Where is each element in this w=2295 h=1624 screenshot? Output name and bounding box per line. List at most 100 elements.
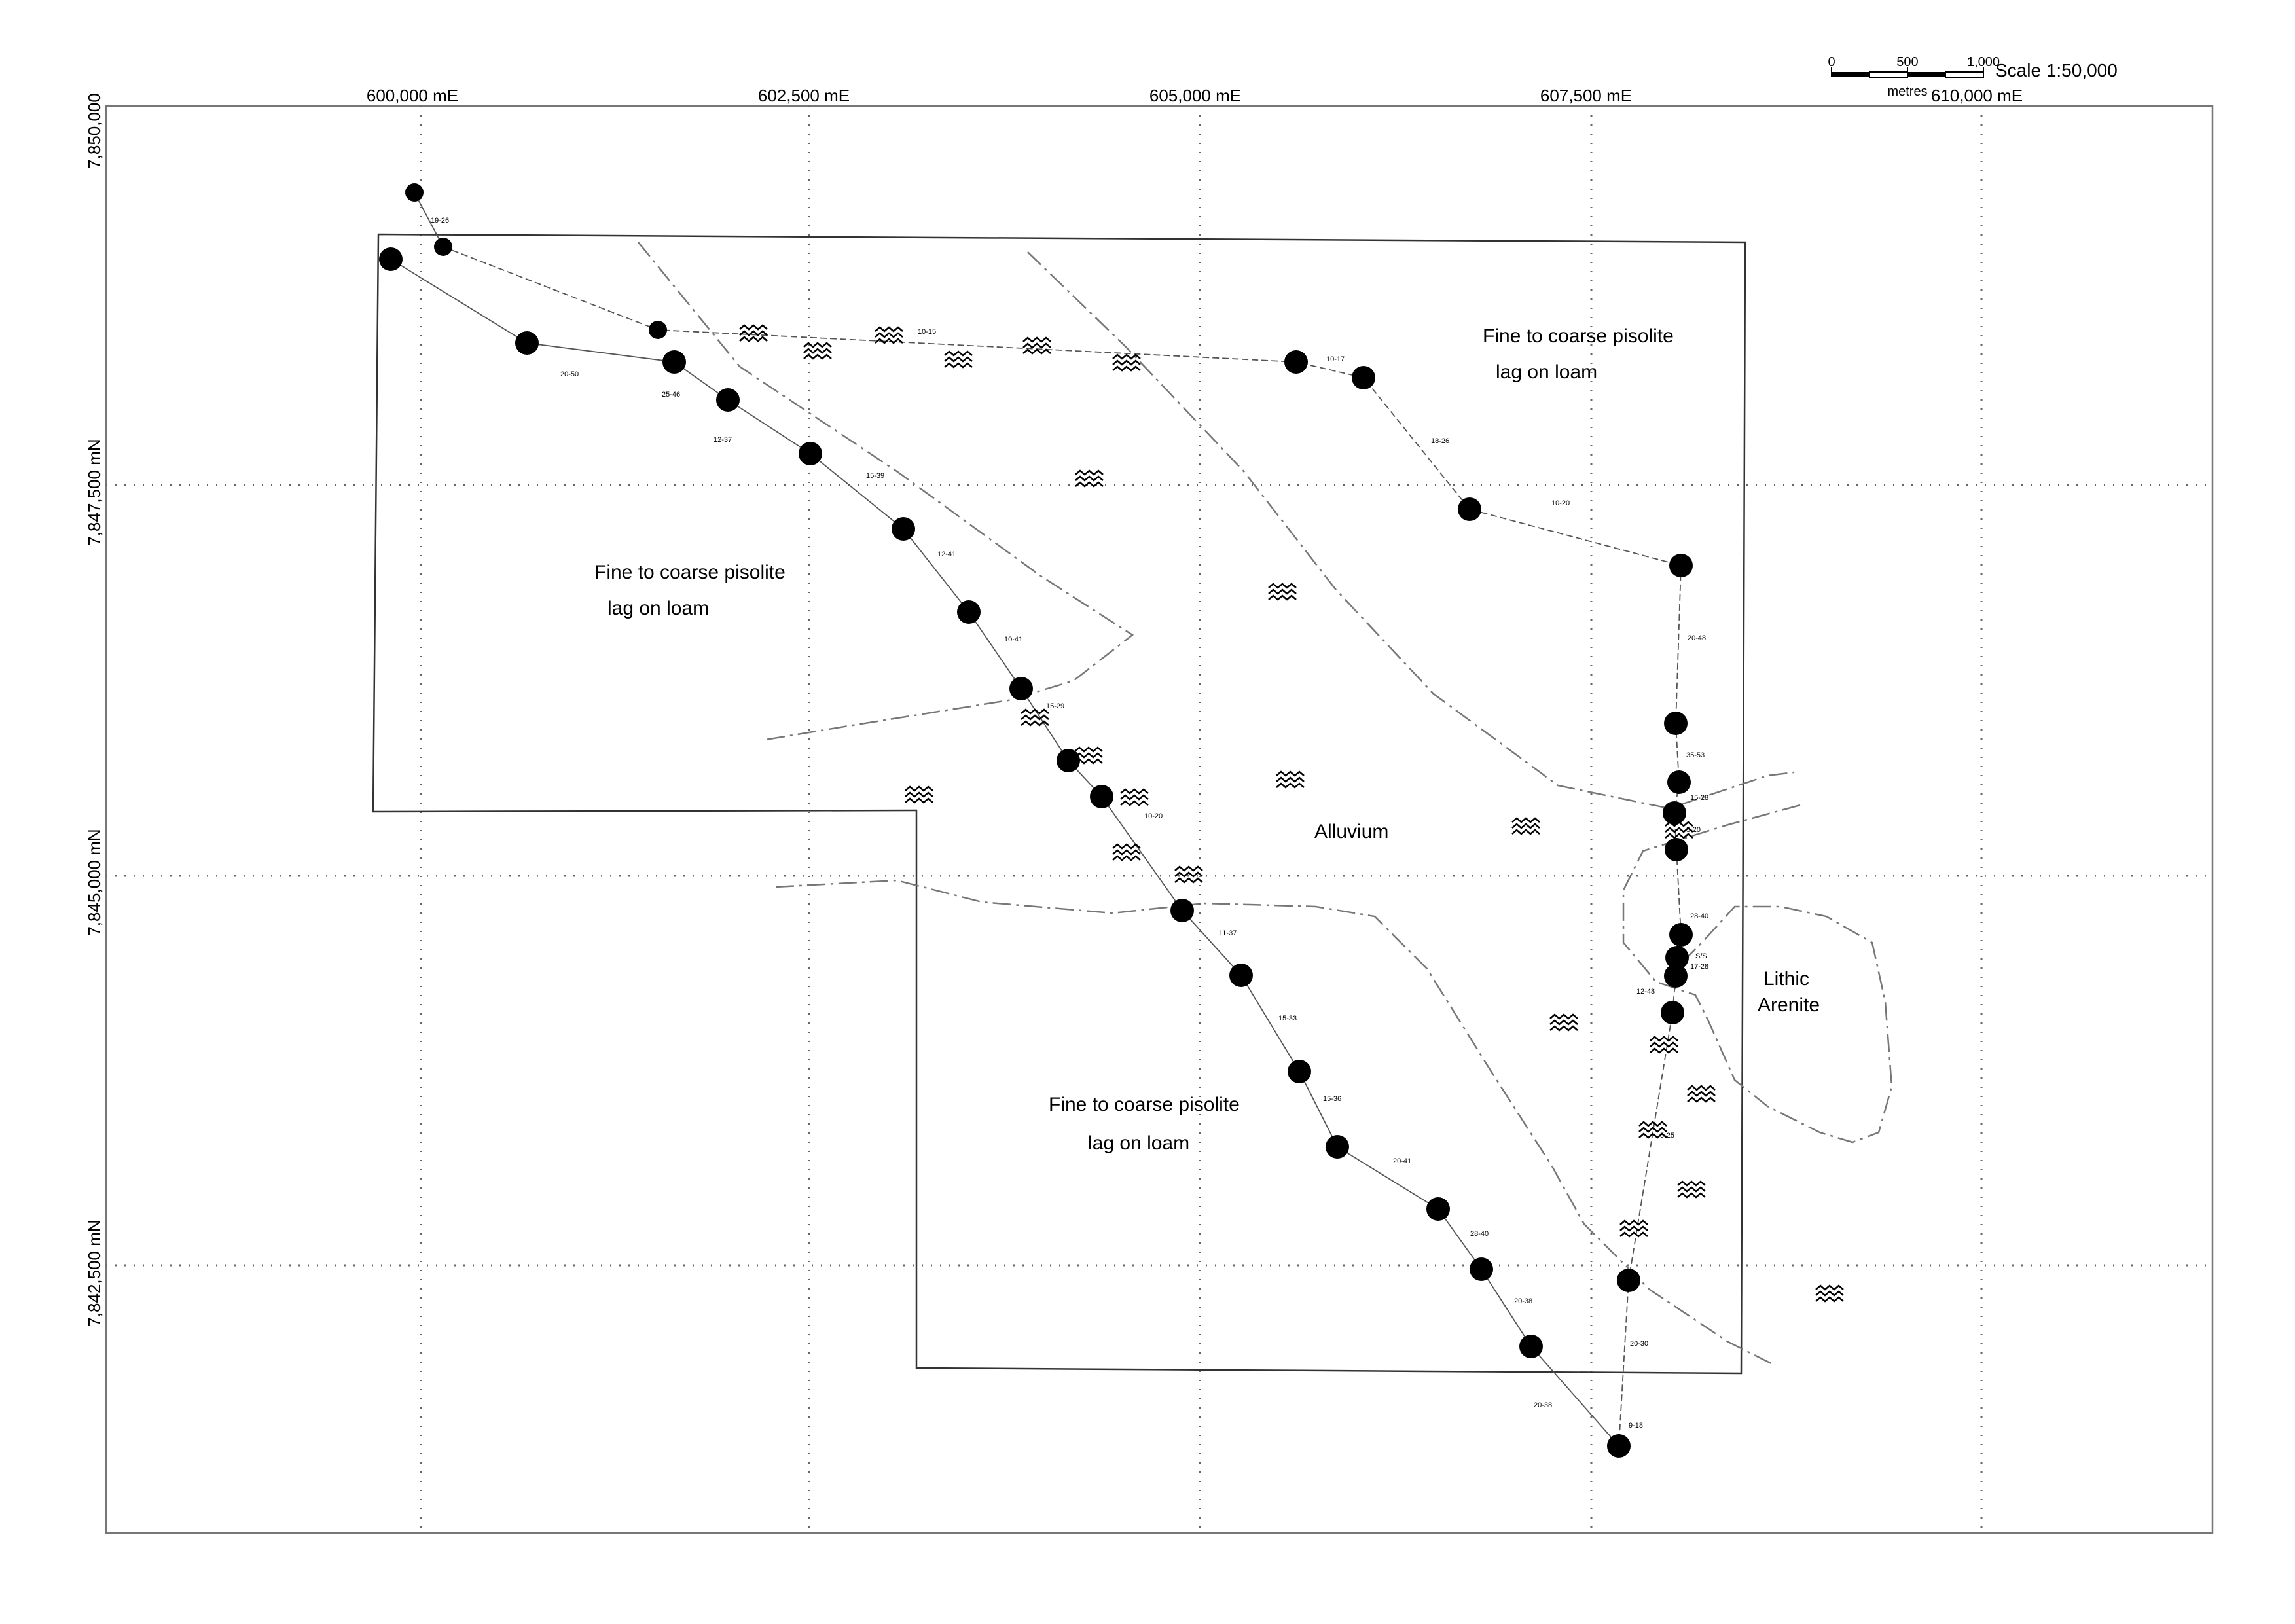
- segment-labels: 19-26 10-15 10-17 18-26 10-20 20-48 35-5…: [431, 217, 1708, 1430]
- sample-point: [1665, 946, 1689, 969]
- water-wave-icon: [1677, 1180, 1706, 1199]
- sample-point: [1009, 677, 1033, 700]
- sample-point: [1470, 1257, 1493, 1281]
- sample-point: [662, 350, 686, 374]
- segment-label: 20-30: [1630, 1340, 1648, 1348]
- water-wave-icon: [1687, 1085, 1716, 1103]
- scale-tick-1000: 1,000: [1967, 55, 2000, 69]
- sample-point: [1229, 964, 1253, 987]
- segment-label: 20-38: [1514, 1297, 1532, 1305]
- sample-point: [1170, 899, 1194, 922]
- sample-point: [1352, 366, 1375, 389]
- water-wave-icon: [1075, 469, 1104, 488]
- tenement-boundary: [372, 233, 1746, 1375]
- segment-label: 9-18: [1629, 1422, 1643, 1430]
- region-label-w-line1: Fine to coarse pisolite: [594, 562, 786, 583]
- sample-point: [1661, 1001, 1684, 1024]
- scale-text: Scale 1:50,000: [1995, 60, 2118, 81]
- sample-point: [1663, 801, 1686, 825]
- sample-point: [892, 517, 915, 541]
- region-labels: Fine to coarse pisolite lag on loam Fine…: [594, 325, 1820, 1154]
- water-wave-icon: [944, 350, 973, 369]
- region-label-s-line1: Fine to coarse pisolite: [1049, 1094, 1240, 1115]
- water-wave-icon: [1174, 865, 1203, 884]
- region-label-lithic: Lithic: [1763, 968, 1809, 990]
- segment-label: 20-38: [1534, 1401, 1552, 1409]
- segment-label: 15-28: [1690, 794, 1708, 802]
- segment-label: 20-50: [560, 370, 579, 378]
- easting-label-600000: 600,000 mE: [367, 86, 458, 105]
- northing-label-7845000: 7,845,000 mN: [84, 829, 104, 935]
- sample-point: [1669, 554, 1693, 577]
- northing-label-7850000: 7,850,000: [84, 93, 104, 169]
- sample-point: [1664, 712, 1688, 735]
- segment-label: 5-25: [1660, 1132, 1674, 1140]
- sample-point: [1669, 923, 1693, 947]
- segment-label: 15-39: [866, 472, 884, 480]
- sample-point: [405, 183, 424, 202]
- sample-point: [1426, 1197, 1450, 1221]
- sample-point: [1288, 1060, 1311, 1083]
- region-label-w-line2: lag on loam: [607, 598, 709, 619]
- water-wave-icon: [1022, 336, 1051, 355]
- sample-point: [1607, 1434, 1631, 1458]
- region-label-arenite: Arenite: [1758, 994, 1820, 1016]
- segment-label: 20-41: [1393, 1157, 1411, 1165]
- scale-bar: 0 500 1,000 metres Scale 1:50,000: [1828, 55, 2117, 99]
- water-wave-icon: [905, 785, 933, 804]
- segment-label: 15-36: [1323, 1095, 1341, 1103]
- northing-label-7842500: 7,842,500 mN: [84, 1219, 104, 1326]
- water-wave-icon: [1815, 1284, 1844, 1303]
- water-wave-icon: [1619, 1219, 1648, 1238]
- water-wave-icon: [739, 324, 768, 342]
- region-label-s-line2: lag on loam: [1088, 1132, 1189, 1154]
- water-wave-icon: [1268, 583, 1297, 601]
- water-wave-icon: [1511, 817, 1540, 835]
- water-wave-icon: [1276, 770, 1305, 789]
- water-wave-icon: [1112, 843, 1141, 861]
- sample-point: [716, 388, 740, 412]
- region-label-ne-line1: Fine to coarse pisolite: [1483, 325, 1674, 347]
- sample-point: [1664, 964, 1688, 988]
- segment-label: 5-20: [1686, 826, 1701, 834]
- segment-label: 10-15: [918, 328, 936, 336]
- sample-point: [957, 600, 981, 624]
- water-wave-icon: [1112, 353, 1141, 372]
- segment-label: 15-33: [1278, 1015, 1297, 1022]
- easting-label-602500: 602,500 mE: [758, 86, 850, 105]
- water-wave-icon: [1650, 1036, 1678, 1054]
- sample-point: [434, 238, 452, 256]
- water-wave-icon: [1549, 1013, 1578, 1032]
- segment-label: 18-26: [1431, 437, 1449, 445]
- water-wave-icon: [1638, 1121, 1667, 1139]
- sample-point: [1284, 350, 1308, 374]
- water-wave-symbols: [739, 324, 1844, 1303]
- water-wave-icon: [803, 342, 832, 360]
- segment-label: 19-26: [431, 217, 449, 225]
- sample-points: [379, 183, 1693, 1458]
- segment-label: 10-20: [1551, 499, 1570, 507]
- traverse-lines: [390, 192, 1682, 1447]
- water-wave-icon: [739, 324, 768, 342]
- region-label-alluvium: Alluvium: [1314, 821, 1388, 842]
- segment-label: 12-41: [937, 550, 956, 558]
- sample-point: [379, 247, 403, 271]
- segment-label: 20-48: [1688, 634, 1706, 642]
- segment-label: 25-46: [662, 391, 680, 399]
- segment-label: 11-37: [1219, 929, 1237, 937]
- easting-label-605000: 605,000 mE: [1149, 86, 1241, 105]
- sample-point: [649, 321, 667, 339]
- sample-point: [1665, 838, 1688, 861]
- sample-point: [1617, 1269, 1640, 1292]
- segment-label: 28-40: [1470, 1230, 1489, 1238]
- region-label-ne-line2: lag on loam: [1496, 361, 1597, 383]
- scale-tick-0: 0: [1828, 55, 1835, 69]
- water-wave-icon: [1120, 788, 1149, 806]
- sample-point: [1057, 749, 1080, 772]
- scale-unit: metres: [1887, 84, 1927, 99]
- segment-label: S/S: [1695, 952, 1707, 960]
- segment-label: 28-40: [1690, 912, 1708, 920]
- segment-label: 35-53: [1686, 751, 1705, 759]
- easting-label-607500: 607,500 mE: [1540, 86, 1632, 105]
